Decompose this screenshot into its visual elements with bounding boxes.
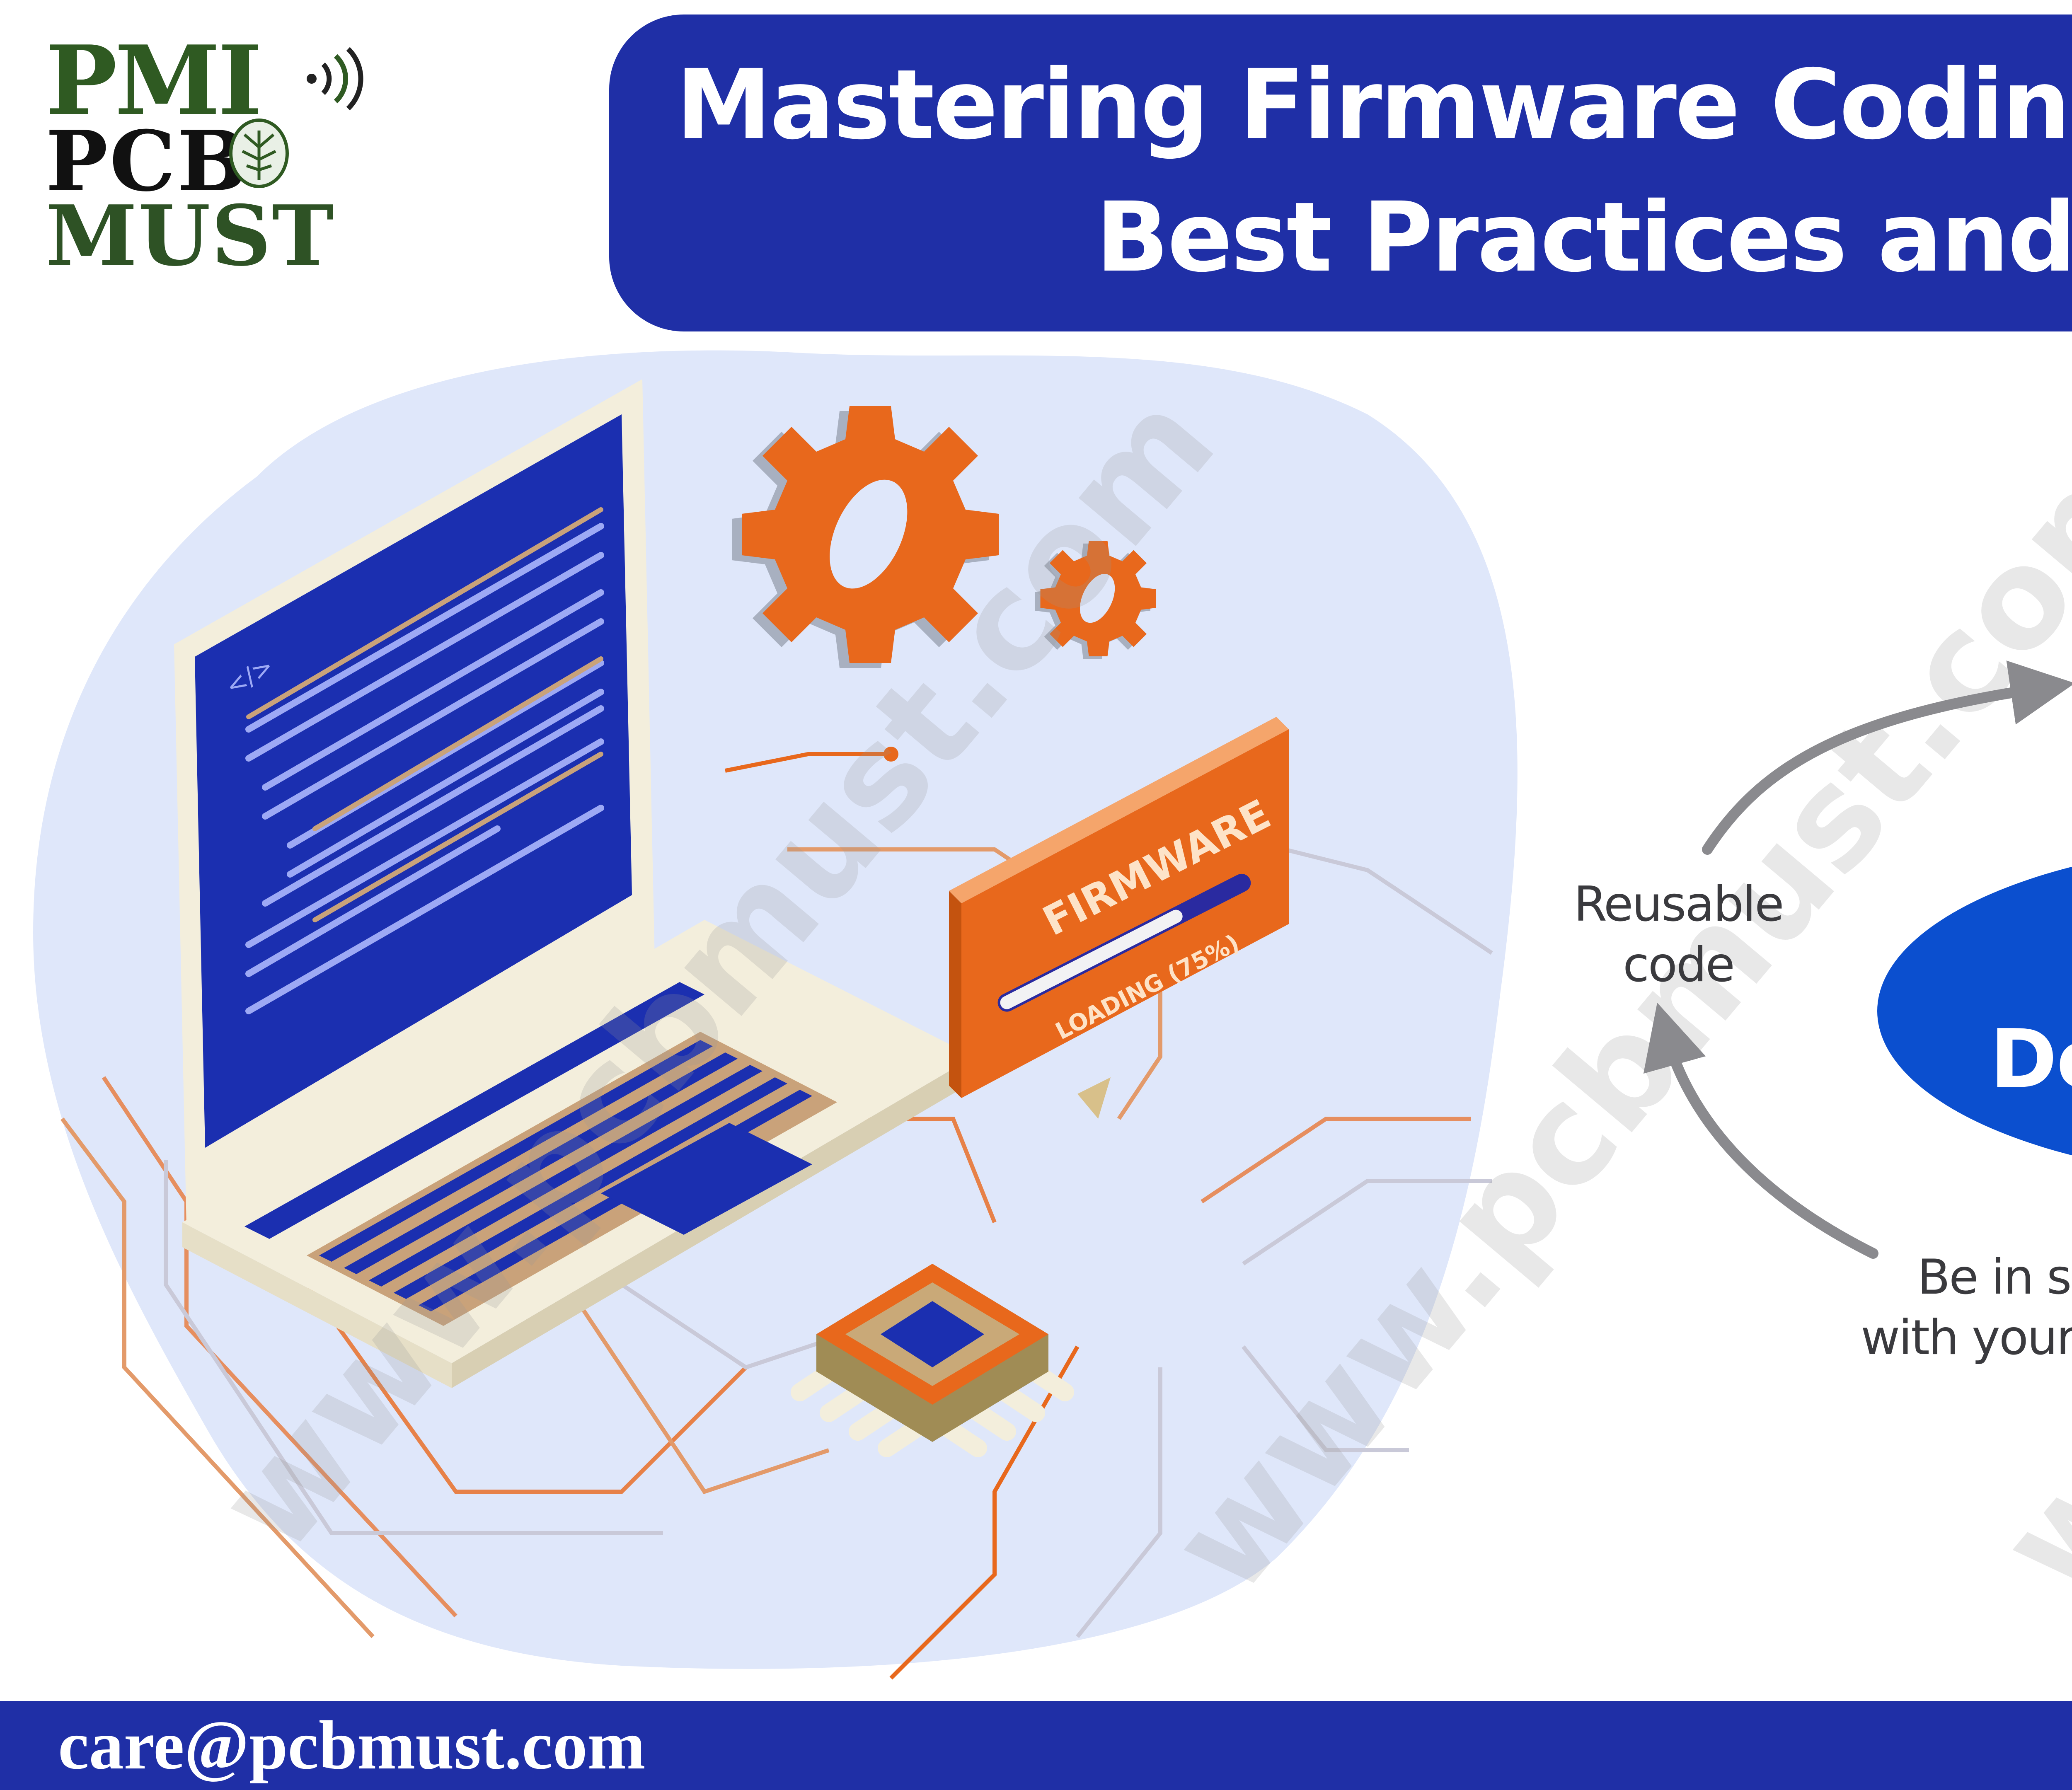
tree-emblem-icon: [229, 119, 289, 188]
footer-bar: care@pcbmust.com www.pcbmust.com: [0, 1701, 2072, 1790]
title-line-2: Best Practices and Tips": [1096, 181, 2072, 293]
step-reusable-code: Reusable code: [1573, 876, 1784, 993]
logo-must-text: MUST: [46, 187, 335, 285]
firmware-development-cycle: Firmware Development Define the requirem…: [1492, 477, 2072, 1492]
footer-email-link[interactable]: care@pcbmust.com: [58, 1707, 646, 1784]
firmware-loading-card: FIRMWARE LOADING (75%): [949, 717, 1289, 1119]
wifi-signal-icon: [307, 47, 363, 111]
touchpad: [601, 1123, 812, 1235]
microchip-icon: [791, 1264, 1074, 1457]
title-banner: Mastering Firmware Coding Techniques: Be…: [609, 15, 2072, 331]
code-lines: [245, 523, 604, 1014]
firmware-illustration: </> FI: [33, 350, 1518, 1680]
logo-pcb-text: PCB: [46, 113, 249, 210]
title-line-1: Mastering Firmware Coding Techniques:: [675, 48, 2072, 161]
circuit-traces: [61, 747, 1493, 1680]
arrow-reusable-to-define: [1702, 660, 2072, 855]
small-gear-icon: [1035, 541, 1156, 659]
large-gear-icon: [732, 406, 999, 668]
pcbmust-logo: PMI PCB MUST: [46, 25, 363, 286]
laptop: </>: [174, 379, 974, 1388]
firmware-progress-bar: [997, 873, 1251, 1012]
arrow-sync-to-reusable: [1643, 1002, 1878, 1259]
step-be-in-sync: Be in sync with your team: [1861, 1249, 2072, 1366]
hub-line-2: Development: [1990, 1012, 2072, 1107]
logo-pmi-text: PMI: [46, 25, 262, 137]
cycle-arrows: [1643, 660, 2072, 1259]
